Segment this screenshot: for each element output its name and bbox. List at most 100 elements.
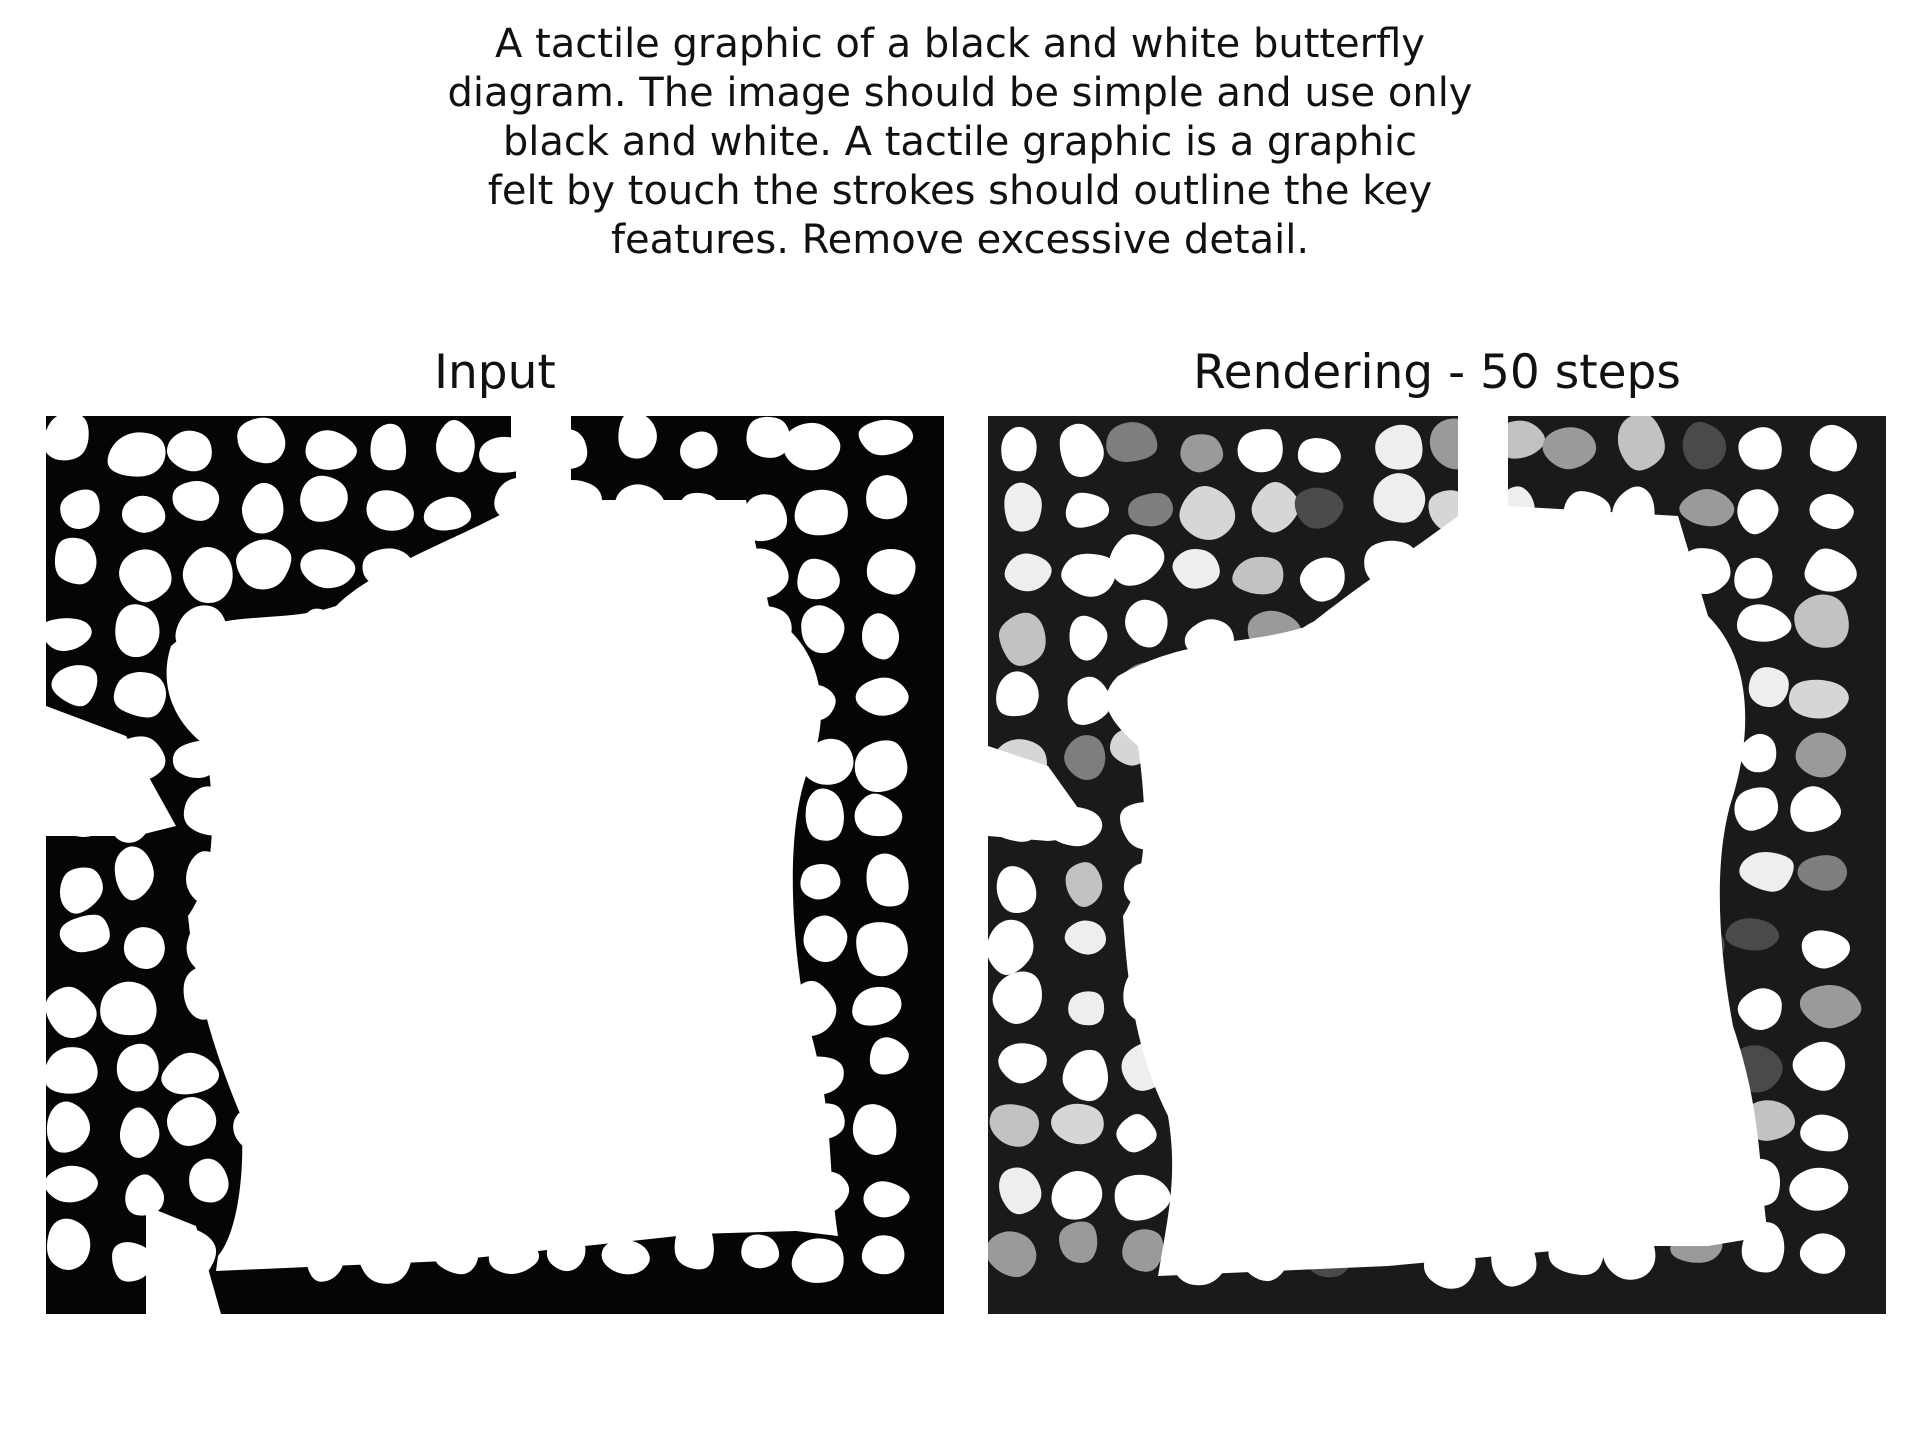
pattern-cell [856, 922, 908, 977]
pattern-cell [1106, 422, 1158, 462]
pattern-cell [1297, 438, 1341, 473]
pattern-cell [59, 867, 103, 914]
pattern-cell [54, 537, 97, 585]
pattern-cell [996, 866, 1037, 914]
pattern-cell [869, 1037, 909, 1075]
pattern-cell [1682, 422, 1727, 470]
pattern-cell [801, 605, 845, 654]
prompt-line: diagram. The image should be simple and … [447, 70, 1473, 116]
pattern-cell [998, 1043, 1047, 1084]
pattern-cell [1064, 920, 1107, 955]
pattern-cell [1373, 473, 1426, 523]
pattern-cell [1109, 534, 1165, 586]
pattern-cell [988, 1231, 1037, 1278]
pattern-cell [370, 423, 407, 471]
pattern-cell [794, 489, 848, 536]
pattern-cell [119, 549, 172, 603]
pattern-cell [236, 539, 292, 590]
input-image [46, 416, 944, 1314]
prompt-line: features. Remove excessive detail. [610, 217, 1310, 263]
pattern-cell [113, 671, 167, 718]
pattern-cell [1809, 424, 1857, 472]
pattern-cell [116, 1043, 159, 1092]
pattern-cell [1179, 486, 1236, 540]
pattern-cell [1734, 787, 1779, 831]
pattern-cell [791, 1238, 844, 1283]
pattern-cell [1734, 557, 1773, 599]
pattern-cell [1794, 594, 1849, 648]
pattern-cell [866, 853, 909, 907]
pattern-cell [866, 549, 916, 595]
pattern-cell [1294, 487, 1344, 529]
pattern-cell [114, 846, 154, 901]
pattern-cell [1237, 429, 1283, 473]
pattern-cell [746, 416, 791, 458]
pattern-cell [300, 549, 356, 589]
pattern-cell [1542, 427, 1597, 470]
pattern-cell [112, 1242, 154, 1282]
pattern-cell [680, 431, 718, 469]
pattern-cell [166, 1096, 217, 1146]
pattern-cell [1064, 735, 1106, 780]
pattern-cell [189, 1158, 229, 1203]
pattern-cell [1797, 855, 1848, 891]
pattern-cell [182, 547, 233, 604]
pattern-cell [237, 417, 286, 464]
pattern-cell [1069, 615, 1108, 661]
pattern-cell [1051, 1103, 1104, 1145]
pattern-cell [805, 788, 844, 841]
pattern-cell [855, 677, 909, 716]
pattern-cell [1788, 679, 1849, 719]
pattern-cell [988, 919, 1034, 975]
pattern-cell [1065, 862, 1103, 908]
rendering-panel-title: Rendering - 50 steps [1193, 345, 1681, 400]
pattern-cell [1790, 786, 1841, 832]
pattern-cell [119, 1107, 160, 1158]
pattern-cell [1116, 1114, 1157, 1153]
pattern-cell [161, 1052, 220, 1095]
prompt-line: black and white. A tactile graphic is a … [502, 119, 1418, 165]
pattern-cell [1748, 667, 1789, 708]
pattern-cell [166, 430, 212, 472]
pattern-cell [172, 480, 220, 521]
pattern-cell [46, 1165, 98, 1203]
pattern-cell [1679, 489, 1735, 527]
pattern-cell [1125, 599, 1168, 648]
pattern-cell [1792, 1041, 1846, 1091]
pattern-cell [59, 914, 110, 953]
pattern-cell [46, 618, 92, 652]
pattern-cell [366, 490, 414, 531]
pattern-cell [1736, 604, 1792, 642]
pattern-cell [601, 1240, 650, 1275]
pattern-cell [861, 1235, 905, 1275]
pattern-cell [46, 986, 97, 1038]
pattern-cell [46, 1047, 98, 1094]
pattern-cell [999, 1167, 1042, 1215]
pattern-cell [1739, 852, 1794, 892]
pattern-cell [107, 432, 166, 477]
pattern-cell [121, 495, 166, 533]
pattern-cell [1232, 556, 1284, 595]
pattern-cell [858, 419, 914, 456]
pattern-cell [47, 1218, 91, 1270]
pattern-cell [241, 482, 284, 534]
pattern-cell [46, 416, 89, 461]
pattern-cell [852, 986, 902, 1026]
pattern-cell [741, 1234, 780, 1269]
pattern-cell [1122, 1229, 1164, 1272]
pattern-cell [1059, 423, 1104, 478]
pattern-cell [797, 558, 840, 600]
pattern-cell [1004, 553, 1052, 592]
input-pattern [46, 416, 944, 1314]
pattern-cell [1065, 492, 1110, 528]
pattern-cell [1068, 991, 1105, 1026]
pattern-cell [992, 971, 1043, 1024]
pattern-cell [854, 793, 903, 837]
pattern-cell [46, 1101, 91, 1153]
pattern-cell [1795, 732, 1847, 778]
pattern-cell [1737, 988, 1782, 1031]
prompt-line: felt by touch the strokes should outline… [487, 168, 1433, 214]
pattern-cell [1067, 676, 1111, 725]
pattern-cell [100, 981, 157, 1036]
pattern-cell [866, 475, 908, 520]
